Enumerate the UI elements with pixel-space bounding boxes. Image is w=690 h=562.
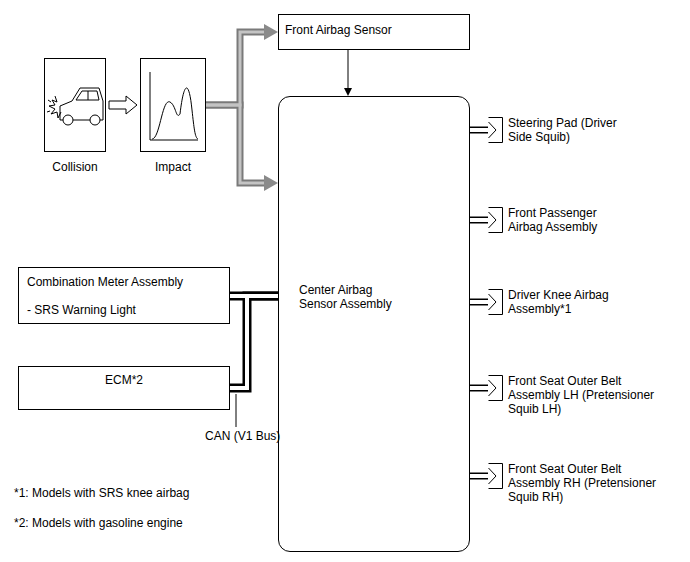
node-title: Driver Knee Airbag Assembly*1 <box>508 288 623 316</box>
node-title: Steering Pad (Driver Side Squib) <box>508 116 628 144</box>
picture-box: Collision <box>44 58 106 152</box>
connector-line <box>470 218 488 222</box>
connector-line <box>470 217 488 224</box>
footnote: *2: Models with gasoline engine <box>14 516 183 530</box>
connector-line <box>206 32 264 105</box>
block-arrow <box>109 96 137 114</box>
control-unit-box: Center Airbag Sensor Assembly <box>278 96 470 552</box>
connector-line <box>470 473 488 480</box>
connector-symbol <box>488 207 503 233</box>
squib-connector: Steering Pad (Driver Side Squib) <box>488 116 628 144</box>
ecu-box: ECM*2 <box>18 366 230 410</box>
node-title: Center Airbag Sensor Assembly <box>299 283 399 311</box>
connector-line <box>470 128 488 132</box>
connector-line <box>470 474 488 478</box>
connector-line <box>470 300 488 304</box>
connector-line <box>470 385 488 392</box>
node-title: Front Airbag Sensor <box>285 23 463 37</box>
node-detail: - SRS Warning Light <box>27 303 221 317</box>
squib-connector: Front Seat Outer Belt Assembly RH (Prete… <box>488 462 668 504</box>
node-title: Front Seat Outer Belt Assembly RH (Prete… <box>508 462 668 504</box>
connector-symbol <box>488 375 503 401</box>
connector-line <box>470 386 488 390</box>
footnote: *1: Models with SRS knee airbag <box>14 486 189 500</box>
leader-line <box>236 394 237 427</box>
connector-symbol <box>488 463 503 489</box>
sensor-box: Front Airbag Sensor <box>278 14 470 50</box>
squib-connector: Front Passenger Airbag Assembly <box>488 206 618 234</box>
picture-box: Impact <box>140 58 206 152</box>
node-title: Front Passenger Airbag Assembly <box>508 206 618 234</box>
impact-graph <box>150 72 198 140</box>
meter-box: Combination Meter Assembly - SRS Warning … <box>18 267 230 324</box>
node-title: Combination Meter Assembly <box>27 275 221 289</box>
connector-symbol <box>488 289 503 315</box>
squib-connector: Front Seat Outer Belt Assembly LH (Prete… <box>488 374 668 416</box>
squib-connector: Driver Knee Airbag Assembly*1 <box>488 288 623 316</box>
node-title: Front Seat Outer Belt Assembly LH (Prete… <box>508 374 668 416</box>
connector-line <box>206 32 264 105</box>
bus-label: CAN (V1 Bus) <box>205 429 280 443</box>
node-title: Impact <box>155 160 191 174</box>
collision-picture <box>47 88 103 125</box>
connector-symbol <box>488 117 503 143</box>
connector-line <box>206 105 264 183</box>
connector-line <box>348 50 349 88</box>
connector-line <box>230 296 278 388</box>
connector-line <box>470 299 488 306</box>
node-title: Collision <box>52 160 97 174</box>
connector-line <box>230 296 278 388</box>
connector-line <box>206 105 264 183</box>
node-title: ECM*2 <box>27 373 221 387</box>
connector-line <box>470 127 488 134</box>
